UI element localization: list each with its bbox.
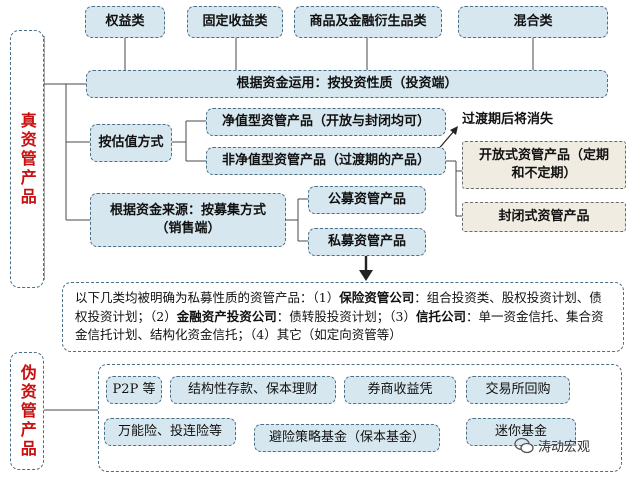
category-fixed-income: 固定收益类 — [187, 6, 283, 38]
private-fund-box: 私募资管产品 — [308, 228, 426, 256]
by-source-box: 根据资金来源：按募集方式（销售端） — [90, 193, 286, 247]
pseudo-item-mini-fund: 迷你基金 — [466, 418, 576, 446]
closed-product-box: 封闭式资管产品 — [462, 202, 626, 232]
nav-product-box: 净值型资管产品（开放与封闭均可） — [206, 108, 446, 136]
private-products-note: 以下几类均被明确为私募性质的资管产品：（1）保险资管公司：组合投资类、股权投资计… — [62, 282, 624, 352]
watermark-text: 涛动宏观 — [538, 440, 591, 455]
category-commodity-derivatives: 商品及金融衍生品类 — [294, 6, 442, 38]
wechat-icon — [514, 437, 534, 453]
non-nav-product-box: 非净值型资管产品（过渡期的产品） — [206, 147, 446, 175]
pseudo-item-p2p: P2P 等 — [106, 376, 162, 404]
by-use-bar: 根据资金运用：按投资性质（投资端） — [86, 70, 608, 98]
pseudo-item-universal-insurance: 万能险、投连险等 — [104, 418, 236, 446]
by-valuation-box: 按估值方式 — [90, 124, 172, 162]
transition-note: 过渡期后将消失 — [462, 112, 554, 127]
pseudo-item-exchange-repo: 交易所回购 — [466, 376, 570, 404]
open-product-box: 开放式资管产品（定期和不定期） — [462, 141, 626, 189]
category-hybrid: 混合类 — [458, 6, 608, 38]
private-note-text: 以下几类均被明确为私募性质的资管产品：（1）保险资管公司：组合投资类、股权投资计… — [75, 289, 604, 343]
watermark: 涛动宏观 — [514, 436, 590, 455]
pseudo-item-structured-deposit: 结构性存款、保本理财 — [170, 376, 336, 404]
category-equity: 权益类 — [85, 6, 165, 38]
pseudo-item-hedge-fund: 避险策略基金（保本基金） — [254, 424, 440, 452]
public-fund-box: 公募资管产品 — [308, 186, 426, 214]
real-products-label: 真资管产品 — [10, 30, 44, 288]
pseudo-products-label: 伪资管产品 — [10, 352, 44, 470]
pseudo-item-broker-certificate: 券商收益凭 — [344, 376, 456, 404]
